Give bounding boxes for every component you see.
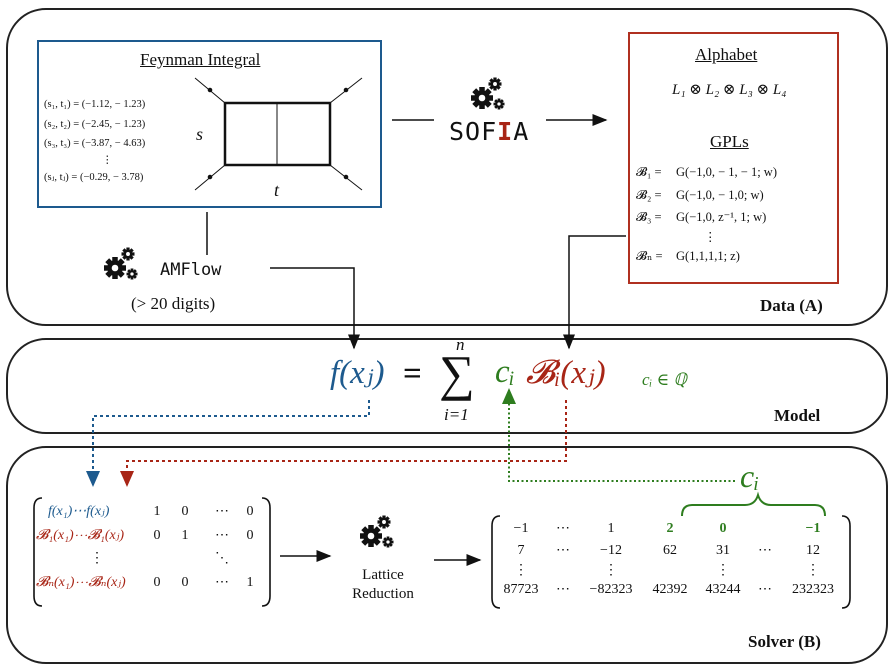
- gears-icon: [471, 77, 505, 110]
- gpl-title: GPLs: [710, 132, 749, 151]
- alphabet-title: Alphabet: [695, 45, 758, 64]
- left-matrix-bracket-left: [33, 497, 43, 607]
- solver-panel-label: Solver (B): [748, 632, 821, 651]
- right-matrix-bracket-left: [491, 515, 501, 609]
- gpl-row: 𝓑₃ =G(−1,0, z⁻¹, 1; w): [636, 210, 767, 224]
- gpl-row: ⋮: [704, 229, 717, 244]
- data-panel-label: Data (A): [760, 296, 823, 315]
- amflow-label: AMFlow: [160, 260, 222, 280]
- lattice-label: Lattice Reduction: [352, 567, 414, 602]
- point-row: (s₃, t₃) = (−3.87, − 4.63): [44, 138, 146, 149]
- gpl-list: 𝓑₁ =G(−1,0, − 1, − 1; w) 𝓑₂ =G(−1,0, − 1…: [636, 161, 777, 267]
- point-row: (sⱼ, tⱼ) = (−0.29, − 3.78): [44, 171, 144, 183]
- f-to-matrix-dotted-arrow: [86, 400, 370, 487]
- matrix-row: ⋮⋮⋮⋮: [514, 563, 820, 578]
- sofia-text-right: A: [513, 117, 530, 146]
- gpl-row: 𝓑ₙ =G(1,1,1,1; z): [636, 248, 740, 263]
- ci-to-model-dotted-arrow: [502, 388, 735, 482]
- sofia-text-left: SOF: [449, 117, 498, 146]
- gpl-row: 𝓑₁ =G(−1,0, − 1, − 1; w): [636, 165, 778, 179]
- gpl-row: 𝓑₂ =G(−1,0, − 1,0; w): [636, 187, 764, 202]
- data-panel: [6, 8, 888, 326]
- sofia-logo: SOFIA: [449, 117, 529, 146]
- sum-lower: i=1: [444, 405, 469, 424]
- ci-label: cᵢ: [740, 458, 760, 494]
- solver-panel: [6, 446, 888, 664]
- matrix-row: ⋮⋱: [90, 551, 229, 566]
- basis-to-matrix-dotted-arrow: [120, 400, 567, 487]
- model-lhs: f(xⱼ): [330, 355, 385, 391]
- point-list: (s₁, t₁) = (−1.12, − 1.23) (s₂, t₂) = (−…: [44, 95, 145, 187]
- sofia-text-mid: I: [497, 117, 514, 146]
- gpls-to-model-arrow: [563, 235, 626, 350]
- point-row: (s₁, t₁) = (−1.12, − 1.23): [44, 99, 146, 110]
- amflow-note: (> 20 digits): [131, 294, 216, 313]
- right-matrix-bracket-right: [841, 515, 851, 609]
- model-basis: 𝓑ᵢ(xⱼ): [526, 355, 606, 391]
- sum-symbol: ∑: [439, 345, 475, 401]
- gears-icon: [360, 515, 394, 548]
- ci-brace: [681, 491, 826, 517]
- alphabet-expr: L₁ ⊗ L₂ ⊗ L₃ ⊗ L₄: [672, 82, 787, 98]
- model-domain: cᵢ ∈ ℚ: [642, 370, 687, 389]
- amflow-to-model-arrow: [270, 267, 360, 350]
- point-row: (s₂, t₂) = (−2.45, − 1.23): [44, 118, 146, 130]
- model-panel-label: Model: [774, 406, 821, 425]
- s-label: s: [196, 124, 204, 144]
- box-diagram: [194, 77, 363, 191]
- sum-upper: n: [456, 335, 465, 354]
- model-eq: =: [403, 356, 422, 392]
- feynman-box: [37, 40, 382, 208]
- left-matrix-bracket-right: [261, 497, 271, 607]
- model-coef: cᵢ: [495, 354, 515, 390]
- point-row: ⋮: [102, 154, 113, 166]
- alphabet-box: [628, 32, 839, 284]
- feynman-title: Feynman Integral: [140, 50, 261, 69]
- gears-icon: [104, 247, 138, 280]
- model-panel: [6, 338, 888, 434]
- t-label: t: [274, 180, 280, 200]
